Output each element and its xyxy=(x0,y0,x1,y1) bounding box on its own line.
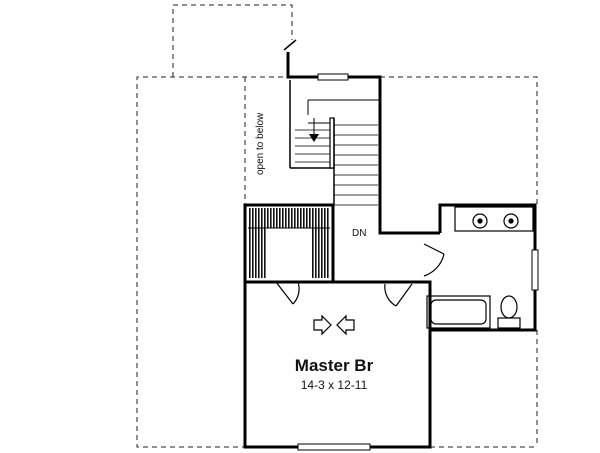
room-dimensions-master: 14-3 x 12-11 xyxy=(301,378,368,392)
lower-stair xyxy=(289,80,380,169)
stair-direction-label: DN xyxy=(352,228,366,239)
doors xyxy=(275,243,445,307)
window-top xyxy=(317,73,349,81)
dashed-outline xyxy=(136,4,538,448)
upper-stair xyxy=(329,117,378,206)
bath-fixtures xyxy=(426,206,534,329)
closet-shelving xyxy=(248,208,330,278)
window-bath xyxy=(531,249,539,291)
room-name-master: Master Br xyxy=(295,356,374,375)
walls xyxy=(243,52,537,449)
bathtub xyxy=(426,295,491,329)
windows xyxy=(297,73,539,451)
vanity xyxy=(454,206,534,232)
double-arrow-icon xyxy=(313,314,355,336)
toilet-icon xyxy=(497,295,521,329)
sink-right-icon xyxy=(503,213,519,229)
wall-break xyxy=(283,39,297,51)
sink-left-icon xyxy=(472,213,488,229)
window-bedroom xyxy=(297,443,371,451)
open-to-below-label: open to below xyxy=(255,112,266,175)
